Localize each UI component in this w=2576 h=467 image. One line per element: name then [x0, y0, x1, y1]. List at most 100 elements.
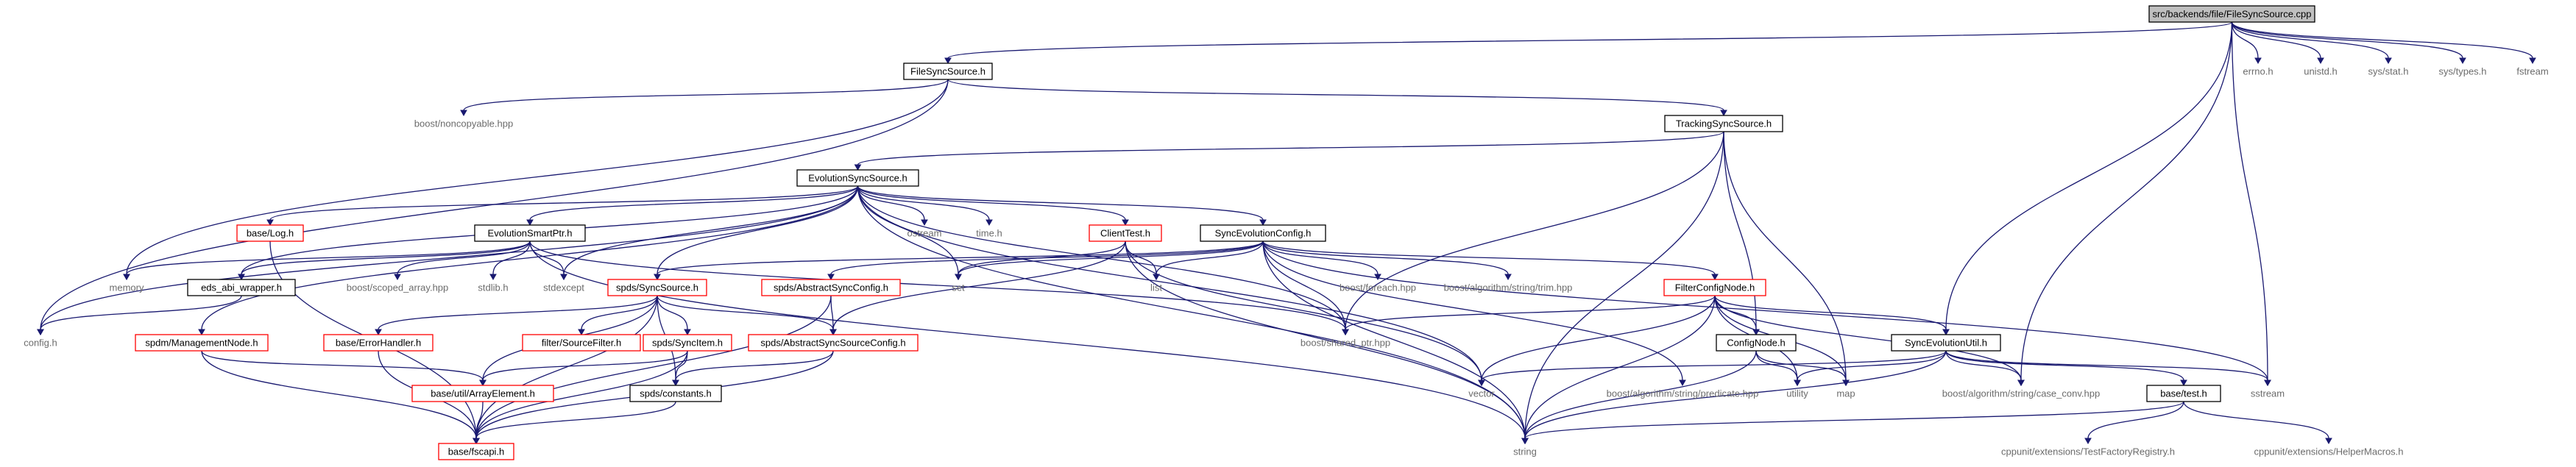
node-base-test-h[interactable]: base/test.h — [2146, 385, 2221, 402]
node-spds-constants-h[interactable]: spds/constants.h — [629, 385, 722, 402]
edge-trackingsyncsource_h-to-confignode_h — [1723, 131, 1757, 330]
arrowhead-evolutionsyncsource_h-to-spdm_managementnode_h — [198, 329, 205, 336]
arrowhead-syncevolutionutil_h-to-sstream — [2264, 379, 2271, 387]
edge-spdm_managementnode_h-to-base_fscapi_h — [201, 350, 477, 439]
node-evolutionsyncsource-h[interactable]: EvolutionSyncSource.h — [796, 169, 919, 187]
node-label: boost/shared_ptr.hpp — [1301, 338, 1390, 349]
edge-syncevolutionutil_h-to-sstream — [1945, 350, 2268, 381]
node-label: sys/types.h — [2438, 66, 2486, 77]
node-base-log-h[interactable]: base/Log.h — [236, 224, 304, 242]
node-label: eds_abi_wrapper.h — [201, 282, 282, 293]
arrowhead-evolutionsmartptr_h-to-stdlib_h — [489, 274, 497, 281]
node-config-h: config.h — [24, 338, 57, 349]
edge-evolutionsyncsource_h-to-config_h — [40, 185, 859, 330]
edge-evolutionsyncsource_h-to-time_h — [857, 185, 990, 221]
edge-evolutionsmartptr_h-to-stdlib_h — [492, 240, 531, 275]
node-box — [761, 279, 901, 296]
node-label: time.h — [976, 228, 1002, 239]
arrowhead-filterconfignode_h-to-syncevolutionutil_h — [1942, 329, 1950, 336]
edge-evolutionsyncsource_h-to-syncevolutionconfig_h — [857, 185, 1264, 221]
node-label: EvolutionSyncSource.h — [808, 173, 907, 184]
edge-syncevolutionutil_h-to-string — [1524, 350, 1947, 439]
arrowhead-spds_abstractsyncconfig_h-to-spds_abstractsyncsourceconfig_h — [829, 329, 837, 336]
node-spds-abstractsyncsourceconfig-h[interactable]: spds/AbstractSyncSourceConfig.h — [748, 334, 919, 352]
node-confignode-h[interactable]: ConfigNode.h — [1716, 334, 1797, 352]
node-boost-foreach: boost/foreach.hpp — [1340, 282, 1416, 293]
arrowhead-spds_abstractsyncsourceconfig_h-to-spds_constants_h — [672, 379, 679, 387]
node-base-fscapi-h[interactable]: base/fscapi.h — [438, 443, 514, 460]
edge-syncevolutionconfig_h-to-boost_shared_ptr — [1262, 240, 1346, 330]
edge-filesyncsource_h-to-boost_noncopyable — [463, 79, 949, 111]
node-boost-predicate: boost/algorithm/string/predicate.hpp — [1607, 388, 1759, 399]
arrowhead-spds_syncsource_h-to-spds_syncitem_h — [684, 329, 691, 336]
node-root[interactable]: src/backends/file/FileSyncSource.cpp — [2148, 5, 2315, 23]
edge-base_test_h-to-cppunit_testfactoryregistry — [2087, 401, 2184, 439]
node-box — [438, 443, 514, 460]
node-spdm-managementnode-h[interactable]: spdm/ManagementNode.h — [135, 334, 269, 352]
node-unistd-h: unistd.h — [2304, 66, 2338, 77]
arrowhead-root-to-sys_types_h — [2459, 57, 2466, 65]
node-ostream: ostream — [907, 228, 942, 239]
node-map: map — [1836, 388, 1855, 399]
node-cppunit-testfactoryregistry: cppunit/extensions/TestFactoryRegistry.h — [2001, 446, 2175, 457]
node-clienttest-h[interactable]: ClientTest.h — [1089, 224, 1162, 242]
node-label: sys/stat.h — [2368, 66, 2409, 77]
node-base-errorhandler-h[interactable]: base/ErrorHandler.h — [323, 334, 434, 352]
arrowhead-base_test_h-to-cppunit_helpermacros — [2325, 438, 2332, 445]
node-box — [1089, 224, 1162, 242]
edge-evolutionsmartptr_h-to-boost_scoped_array — [397, 240, 531, 275]
node-box — [236, 224, 304, 242]
arrowhead-spds_syncitem_h-to-base_util_arrayelement_h — [479, 379, 486, 387]
edge-evolutionsyncsource_h-to-spdm_managementnode_h — [201, 185, 859, 330]
arrowhead-spds_syncsource_h-to-filter_sourcefilter_h — [578, 329, 585, 336]
arrowhead-evolutionsmartptr_h-to-memory — [123, 274, 130, 281]
node-spds-syncitem-h[interactable]: spds/SyncItem.h — [643, 334, 732, 352]
node-box — [411, 385, 554, 402]
node-syncevolutionconfig-h[interactable]: SyncEvolutionConfig.h — [1200, 224, 1326, 242]
node-set: set — [952, 282, 965, 293]
node-label: spds/SyncSource.h — [616, 282, 698, 293]
node-boost-scoped-array: boost/scoped_array.hpp — [347, 282, 449, 293]
node-box — [748, 334, 919, 352]
node-box — [903, 63, 993, 80]
edge-clienttest_h-to-list — [1125, 240, 1157, 275]
edge-trackingsyncsource_h-to-string — [1524, 131, 1724, 439]
edge-spds_syncitem_h-to-base_fscapi_h — [475, 350, 688, 439]
node-spds-syncsource-h[interactable]: spds/SyncSource.h — [607, 279, 707, 296]
node-label: boost/scoped_array.hpp — [347, 282, 449, 293]
node-box — [323, 334, 434, 352]
node-label: spds/AbstractSyncSourceConfig.h — [760, 338, 905, 349]
node-base-util-arrayelement-h[interactable]: base/util/ArrayElement.h — [411, 385, 554, 402]
edge-root-to-unistd_h — [2231, 21, 2321, 59]
node-box — [474, 224, 586, 242]
arrowhead-syncevolutionconfig_h-to-list — [1153, 274, 1160, 281]
node-list: list — [1150, 282, 1162, 293]
edge-evolutionsyncsource_h-to-base_log_h — [269, 185, 859, 221]
arrowhead-syncevolutionconfig_h-to-spds_syncsource_h — [654, 274, 661, 281]
node-box — [607, 279, 707, 296]
node-box — [187, 279, 296, 296]
node-eds-abi-wrapper-h[interactable]: eds_abi_wrapper.h — [187, 279, 296, 296]
dependency-edges — [37, 21, 2536, 445]
edge-filterconfignode_h-to-confignode_h — [1714, 295, 1757, 330]
node-boost-case-conv: boost/algorithm/string/case_conv.hpp — [1942, 388, 2100, 399]
node-filter-sourcefilter-h[interactable]: filter/SourceFilter.h — [522, 334, 641, 352]
node-trackingsyncsource-h[interactable]: TrackingSyncSource.h — [1664, 115, 1783, 132]
node-evolutionsmartptr-h[interactable]: EvolutionSmartPtr.h — [474, 224, 586, 242]
node-filterconfignode-h[interactable]: FilterConfigNode.h — [1663, 279, 1766, 296]
edge-trackingsyncsource_h-to-map — [1723, 131, 1847, 381]
node-box — [1716, 334, 1797, 352]
node-stdexcept: stdexcept — [543, 282, 584, 293]
node-label: fstream — [2516, 66, 2548, 77]
node-spds-abstractsyncconfig-h[interactable]: spds/AbstractSyncConfig.h — [761, 279, 901, 296]
arrowhead-filterconfignode_h-to-boost_shared_ptr — [1342, 329, 1349, 336]
node-filesyncsource-h[interactable]: FileSyncSource.h — [903, 63, 993, 80]
edge-spds_abstractsyncconfig_h-to-spds_abstractsyncsourceconfig_h — [830, 295, 834, 330]
arrowhead-syncevolutionutil_h-to-utility — [1794, 379, 1801, 387]
edge-syncevolutionconfig_h-to-spds_abstractsyncconfig_h — [830, 240, 1264, 275]
node-label: base/Log.h — [247, 228, 294, 239]
edge-root-to-fstream — [2231, 21, 2533, 59]
node-syncevolutionutil-h[interactable]: SyncEvolutionUtil.h — [1891, 334, 2001, 352]
edge-spds_syncsource_h-to-filter_sourcefilter_h — [581, 295, 658, 330]
edge-syncevolutionconfig_h-to-filterconfignode_h — [1262, 240, 1716, 275]
